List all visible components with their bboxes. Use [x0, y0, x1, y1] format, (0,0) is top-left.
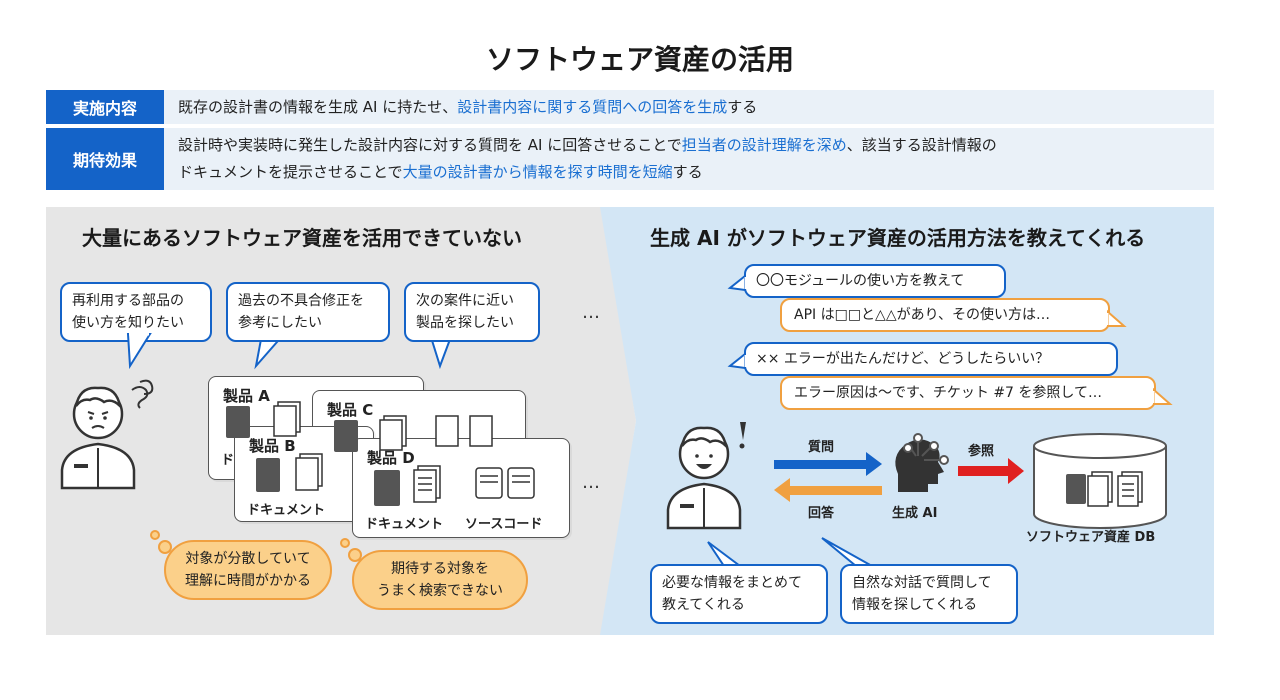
- database-label: ソフトウェア資産 DB: [1026, 530, 1156, 545]
- info-text-effect: 設計時や実装時に発生した設計内容に対する質問を AI に回答させることで担当者の…: [178, 136, 997, 181]
- question-label: 質問: [808, 440, 835, 455]
- database-icon: [1033, 433, 1167, 529]
- reference-arrow: [958, 458, 1024, 484]
- benefit-bubble-dialogue: 自然な対話で質問して情報を探してくれる: [840, 564, 1018, 624]
- document-icon: [256, 453, 323, 492]
- source-code-icon: [374, 465, 535, 506]
- chat-user-2: ×× エラーが出たんだけど、どうしたらいい？: [744, 342, 1118, 376]
- right-panel-title: 生成 AI がソフトウェア資産の活用方法を教えてくれる: [650, 226, 1146, 250]
- question-bubble-reuse: 再利用する部品の使い方を知りたい: [60, 282, 212, 342]
- ellipsis-top: …: [582, 302, 602, 323]
- benefit-bubble-summary: 必要な情報をまとめて教えてくれる: [650, 564, 828, 624]
- thought-dot: [150, 530, 160, 540]
- info-label-implementation: 実施内容: [46, 90, 164, 124]
- left-panel-title: 大量にあるソフトウェア資産を活用できていない: [82, 226, 522, 250]
- worried-person-icon: [60, 379, 154, 490]
- document-icon: [226, 401, 301, 438]
- reference-label: 参照: [968, 444, 995, 459]
- worry-cloud-search: 期待する対象をうまく検索できない: [352, 550, 528, 610]
- thought-dot: [340, 538, 350, 548]
- ai-label: 生成 AI: [892, 506, 938, 521]
- answer-label: 回答: [808, 506, 835, 521]
- info-row-effect: 期待効果 設計時や実装時に発生した設計内容に対する質問を AI に回答させること…: [46, 128, 1214, 190]
- ellipsis-bottom: …: [582, 472, 602, 493]
- chat-ai-2: エラー原因は～です、チケット #7 を参照して…: [780, 376, 1156, 410]
- page-title: ソフトウェア資産の活用: [485, 43, 794, 76]
- question-bubble-similar: 次の案件に近い製品を探したい: [404, 282, 540, 342]
- worry-cloud-distributed: 対象が分散していて理解に時間がかかる: [164, 540, 332, 600]
- thought-dot: [348, 548, 362, 562]
- info-row-implementation: 実施内容 既存の設計書の情報を生成 AI に持たせ、設計書内容に関する質問への回…: [46, 90, 1214, 124]
- question-arrow: [774, 452, 882, 476]
- chat-user-1: 〇〇モジュールの使い方を教えて: [744, 264, 1006, 298]
- info-text-implementation: 既存の設計書の情報を生成 AI に持たせ、設計書内容に関する質問への回答を生成す…: [178, 97, 758, 116]
- ai-head-icon: [895, 433, 949, 492]
- answer-arrow: [774, 478, 882, 502]
- document-icon: [334, 415, 493, 452]
- question-bubble-bugfix: 過去の不具合修正を参考にしたい: [226, 282, 390, 342]
- happy-person-icon: [666, 422, 746, 530]
- info-label-effect: 期待効果: [46, 128, 164, 190]
- thought-dot: [158, 540, 172, 554]
